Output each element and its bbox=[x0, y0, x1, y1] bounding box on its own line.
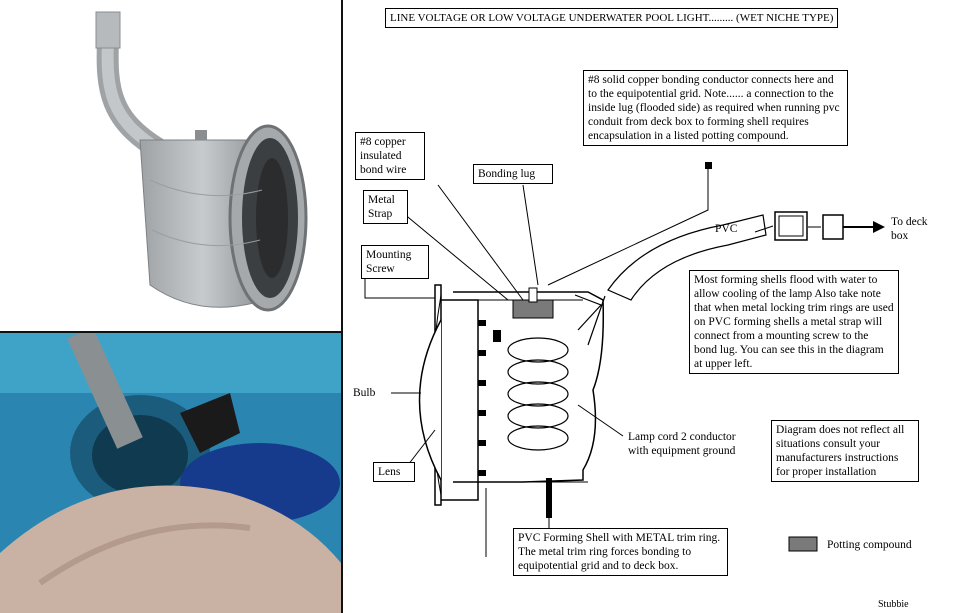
underwater-illustration bbox=[0, 333, 341, 613]
bonding-conductor-callout: #8 solid copper bonding conductor connec… bbox=[583, 70, 848, 146]
bonding-lug-callout: Bonding lug bbox=[473, 164, 553, 184]
mounting-screw-callout: Mounting Screw bbox=[361, 245, 429, 279]
wiring-diagram: LINE VOLTAGE OR LOW VOLTAGE UNDERWATER P… bbox=[343, 0, 960, 613]
underwater-photo bbox=[0, 333, 343, 613]
diagram-drawing bbox=[364, 162, 885, 557]
forming-shell-callout: PVC Forming Shell with METAL trim ring. … bbox=[513, 528, 728, 576]
legend-potting-label: Potting compound bbox=[827, 539, 912, 551]
flooding-note: Most forming shells flood with water to … bbox=[689, 270, 899, 374]
signature: Stubbie bbox=[878, 599, 909, 610]
bond-wire-callout: #8 copper insulated bond wire bbox=[355, 132, 425, 180]
forming-shell-illustration bbox=[95, 11, 308, 312]
diagram-title: LINE VOLTAGE OR LOW VOLTAGE UNDERWATER P… bbox=[385, 8, 839, 28]
pvc-label: PVC bbox=[715, 223, 738, 235]
disclaimer-note: Diagram does not reflect all situations … bbox=[771, 420, 919, 482]
bulb-label: Bulb bbox=[353, 387, 376, 399]
lamp-cord-label: Lamp cord 2 conductor with equipment gro… bbox=[628, 431, 736, 457]
forming-shell-photo bbox=[0, 0, 343, 333]
metal-strap-callout: Metal Strap bbox=[363, 190, 408, 224]
lens-callout: Lens bbox=[373, 462, 415, 482]
to-deck-box-label: To deck box bbox=[891, 216, 928, 242]
